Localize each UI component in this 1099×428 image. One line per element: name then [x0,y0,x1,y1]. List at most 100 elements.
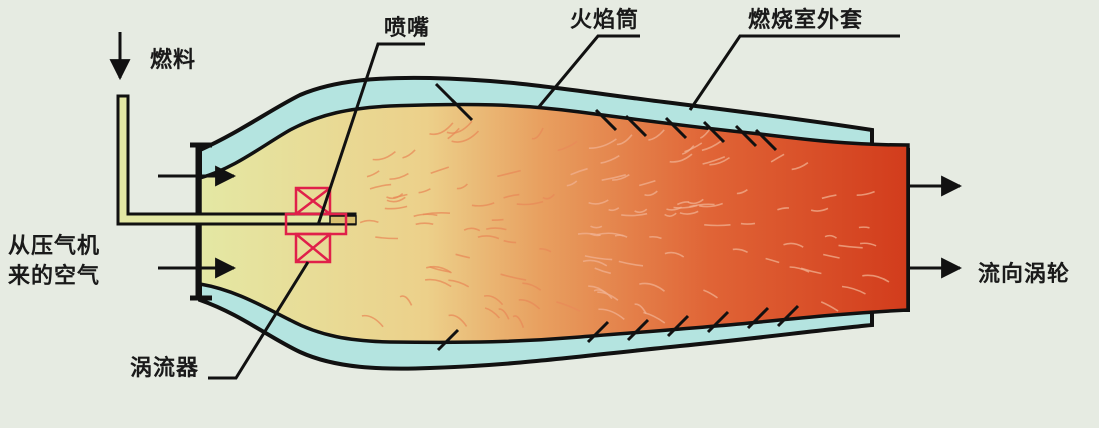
flame-streak [634,303,647,315]
flame-streak [483,294,504,306]
deflector [436,328,460,352]
flame-streak [618,260,644,267]
flame-streaks [359,120,890,328]
dilution-deflectors [434,82,800,352]
flame-tube-leader [536,34,640,109]
flame-streak [856,190,875,196]
deflector [594,108,618,132]
flame-streak [638,180,656,187]
flame-streak [557,140,578,152]
flame-tube [198,102,910,345]
flame-streak [616,134,633,146]
flame-streak [582,259,608,267]
flame-streak [664,212,677,217]
flame-streak [498,308,510,320]
flame-streak [687,198,704,205]
flame-streak [702,155,726,165]
flame-streak [477,235,500,240]
air-inlet-label: 从压气机 来的空气 [8,232,100,292]
fuel-injector-tip [329,215,357,225]
flame-streak [601,174,627,181]
flame-streak [621,212,648,217]
flame-streak [451,130,480,143]
swirler-label: 涡流器 [130,356,200,381]
flame-streak [366,170,380,178]
air-inlet-label-line2: 来的空气 [8,264,101,289]
flame-streak [500,273,527,281]
flame-streak [372,150,396,161]
flame-streak [522,282,542,291]
flame-streak [704,224,731,227]
flame-streak [429,266,451,273]
flame-streak [679,210,699,215]
flame-streak [736,189,748,195]
flame-streak [823,253,840,259]
flame-streak [386,196,406,203]
flame-streak [584,255,613,261]
flame-streak [634,208,648,214]
flame-streak [512,315,525,328]
flame-streak [463,227,481,232]
flame-streak [593,289,613,300]
nozzle-label: 喷嘴 [384,16,431,41]
flame-streak [539,248,552,253]
flame-streak [821,194,837,200]
flame-streak [531,127,544,140]
flame-streak [369,183,392,190]
flame-streak [600,155,620,164]
swirler [284,186,348,264]
flame-streak [399,295,413,306]
flame-streak [676,201,689,206]
flame-streak [590,233,601,237]
casing-label: 燃烧室外套 [748,8,864,33]
flame-streak [664,251,685,258]
flame-streak [740,222,756,225]
flame-streak [597,232,624,237]
deflector [702,120,726,144]
flame-streak [386,192,404,200]
deflector [754,128,778,152]
flame-streak [484,307,501,319]
flame-streak [608,207,620,212]
deflector [586,320,610,344]
flame-streak [810,207,829,212]
flame-streak [590,225,603,229]
flame-streak [447,127,460,140]
deflector [746,306,770,330]
fuel-label: 燃料 [150,48,197,73]
flame-streak [765,257,780,264]
flame-streak [649,235,662,240]
fuel-pipe [116,94,357,226]
flame-streak [491,218,504,221]
flame-streak [699,202,723,208]
flame-streak [732,248,748,254]
flame-streak [862,274,890,283]
casing-leader [688,34,900,111]
flame-streak [542,193,555,200]
deflector [450,98,474,122]
flame-streak [789,266,810,273]
flame-streak [824,234,837,239]
flame-streak [859,242,877,247]
flame-streak [703,289,718,299]
deflector [626,318,650,342]
flame-streak [820,301,839,312]
flame-streak [448,279,470,288]
flame-streak [516,200,544,206]
to-turbine-label: 流向涡轮 [978,262,1071,287]
flame-streak [588,199,609,205]
flame-streak [800,267,822,275]
deflector [734,124,758,148]
flame-streak [570,167,588,176]
flame-streak [503,239,517,244]
flame-streak [777,207,790,211]
deflector [776,304,800,328]
flame-streak [648,129,665,141]
flame-streak [858,226,870,229]
flame-streak [594,267,611,275]
flame-streak [413,213,438,218]
air-inlet-label-line1: 从压气机 [8,234,101,259]
flame-streak [689,203,715,208]
flame-streak [415,222,434,226]
